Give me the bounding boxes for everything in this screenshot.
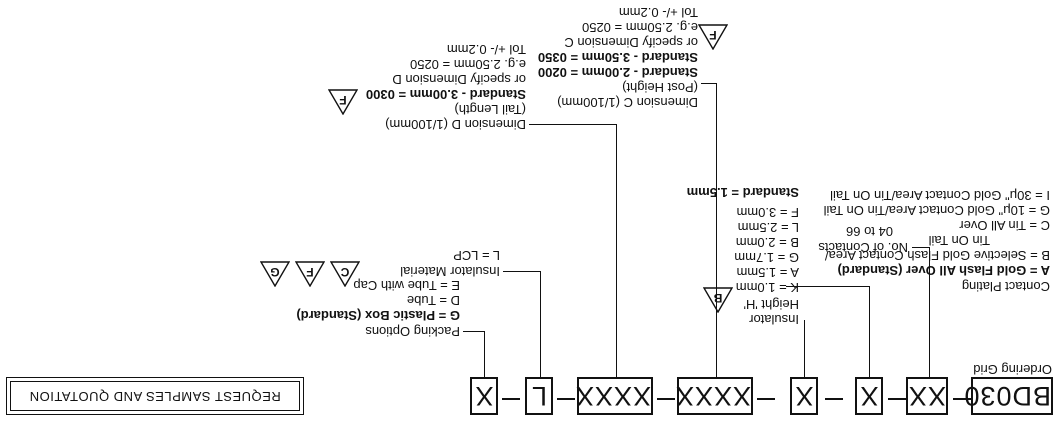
separator-dash	[757, 398, 775, 400]
packing-code-box: X	[470, 377, 498, 415]
insulator-leader-line	[804, 320, 805, 378]
insulator-height-code-box: X	[790, 377, 818, 415]
request-samples-label: REQUEST SAMPLES AND QUOTATION	[10, 381, 300, 411]
insulator-option: B = 2.0mm	[735, 235, 799, 250]
dimension-d-leader-line	[616, 124, 617, 378]
insulator-title: Insulator Height 'H'	[743, 297, 799, 327]
dimension-c-leader-line	[701, 83, 717, 84]
contacts-code-box: XX	[906, 377, 948, 415]
separator-dash	[657, 398, 675, 400]
notes-badge-icon: F	[698, 24, 728, 50]
separator-dash	[557, 398, 575, 400]
dimension-d-extra: Tol +/- 0.2mm	[446, 42, 526, 57]
dimension-c-extra: or specify Dimension C	[564, 35, 698, 50]
dimension-d-leader-line	[529, 124, 617, 125]
insulator-option: K = 1.0mm	[735, 280, 799, 295]
material-code-box: L	[525, 377, 553, 415]
material-leader-line	[540, 271, 541, 378]
insulator-options: K = 1.0mm A = 1.5mm G = 1.7mm B = 2.0mm …	[687, 185, 799, 295]
insulator-option: L = 2.5mm	[737, 220, 799, 235]
plating-option-i: I = 30μ" Gold Contact Area/Tin On Tail	[830, 188, 1050, 203]
dimension-c-subtitle: (Post Height)	[622, 80, 698, 95]
separator-dash	[502, 398, 520, 400]
dimension-c-code-box: XXXX	[675, 377, 753, 415]
dimension-c-extra: Tol +/- 0.2mm	[618, 5, 698, 20]
notes-badge-icon: F	[295, 261, 325, 287]
notes-badge-icon: B	[703, 287, 733, 313]
packing-title: Packing Options	[365, 324, 460, 339]
packing-leader-line	[484, 331, 485, 378]
insulator-standard: Standard = 1.5mm	[686, 185, 799, 200]
plating-title: Contact Plating	[961, 279, 1050, 294]
insulator-title-line: Insulator	[749, 312, 799, 327]
dimension-d-code-box: XXXX	[575, 377, 653, 415]
material-title: Insulator Material	[400, 264, 500, 279]
dimension-c-standard-2: Standard - 3.50mm = 0350	[537, 50, 698, 65]
dimension-d-title: Dimension D (1/100mm)	[385, 117, 526, 132]
separator-dash	[825, 398, 843, 400]
series-code-box: BD030	[963, 377, 1053, 415]
plating-option-b-cont: Tin On Tail	[928, 233, 990, 248]
plating-options: A = Gold Flash All Over (Standard) B = S…	[824, 188, 1050, 278]
packing-option: D = Tube	[406, 293, 460, 308]
separator-dash	[953, 398, 971, 400]
notes-badge-icon: C	[330, 261, 360, 287]
plating-option-g: G = 10μ" Gold Contact Area/Tin On Tail	[823, 203, 1050, 218]
plating-option-c: C = Tin All Over	[959, 218, 1050, 233]
insulator-option: G = 1.7mm	[734, 250, 799, 265]
dimension-d-standard: Standard - 3.00mm = 0300	[365, 87, 526, 102]
material-option: L = LCP	[453, 248, 500, 263]
dimension-d-subtitle: (Tail Length)	[454, 102, 526, 117]
dimension-d-extra: e.g. 2.50mm = 0250	[410, 57, 526, 72]
insulator-option: A = 1.5mm	[736, 265, 800, 280]
notes-badge-icon: F	[328, 89, 358, 115]
packing-option: E = Tube with Cap	[353, 278, 460, 293]
dimension-d-block: Dimension D (1/100mm) (Tail Length) Stan…	[366, 42, 526, 132]
packing-option-standard: G = Plastic Box (Standard)	[296, 308, 460, 323]
insulator-option: F = 3.0mm	[736, 205, 800, 220]
material-leader-line	[503, 271, 541, 272]
packing-leader-line	[463, 331, 485, 332]
ordering-grid-heading: Ordering Grid	[973, 362, 1052, 377]
request-samples-button[interactable]: REQUEST SAMPLES AND QUOTATION	[6, 377, 304, 415]
dimension-c-standard-1: Standard - 2.00mm = 0200	[537, 65, 698, 80]
plating-option-a: A = Gold Flash All Over (Standard)	[837, 263, 1051, 278]
dimension-c-block: Dimension C (1/100mm) (Post Height) Stan…	[538, 5, 698, 110]
plating-code-box: X	[855, 377, 883, 415]
separator-dash	[888, 398, 906, 400]
packing-options: G = Plastic Box (Standard) D = Tube E = …	[296, 278, 460, 323]
dimension-c-title: Dimension C (1/100mm)	[557, 95, 698, 110]
dimension-d-extra: or specify Dimension D	[392, 72, 526, 87]
dimension-c-extra: e.g. 2.50mm = 0250	[582, 20, 698, 35]
plating-leader-line	[869, 286, 870, 378]
insulator-title-line: Height 'H'	[743, 297, 799, 312]
plating-option-b: B = Selective Gold Flash Contact Area/	[824, 248, 1050, 263]
notes-badge-icon: G	[260, 261, 290, 287]
